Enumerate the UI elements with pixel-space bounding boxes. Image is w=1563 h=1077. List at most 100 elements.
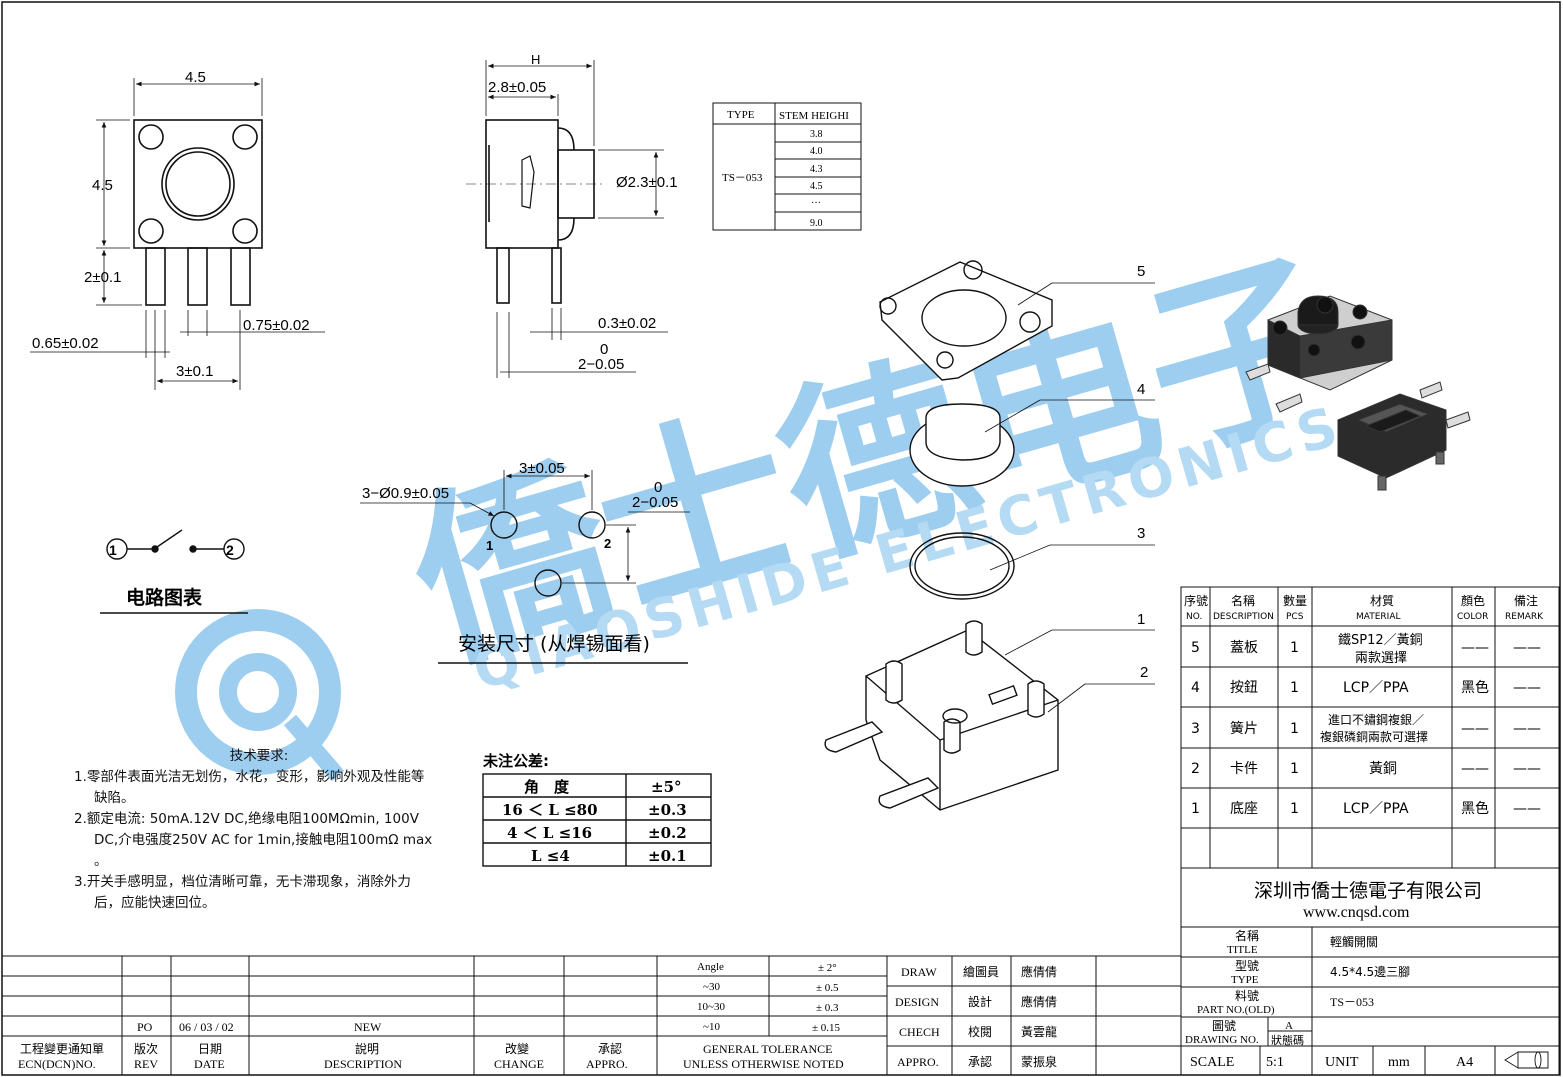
dim-pin-width: 0.65±0.02 [32, 335, 99, 352]
bom-h-no-en: NO. [1186, 612, 1202, 622]
mount-tol-1: 2−0.05 [632, 494, 678, 511]
drawing-label-en: DRAWING NO. [1185, 1034, 1259, 1046]
rev-entry-rev: PO [137, 1020, 153, 1034]
sig-1-en: DRAW [901, 965, 937, 979]
part-1-base [865, 629, 1059, 811]
angle-row-4-a: L ≤4 [531, 847, 570, 865]
top-view-body [133, 119, 263, 249]
stem-height-2: 4.0 [810, 146, 823, 157]
rev-h-ecn-cn: 工程變更通知單 [20, 1041, 104, 1056]
exploded-view [824, 260, 1059, 811]
top-view-stem-inner [165, 151, 231, 217]
bom-r3-mat1: 進口不鏽鋼複銀／ [1328, 712, 1424, 727]
rev-h-date-en: DATE [194, 1057, 225, 1071]
sig-2-en: DESIGN [895, 995, 939, 1009]
mount-tol-0: 0 [654, 479, 662, 496]
state-label: 狀態碼 [1271, 1033, 1304, 1047]
mount-hole-2 [578, 511, 606, 539]
bom-h-color-en: COLOR [1457, 612, 1488, 622]
tol-row-2-b: ± 0.5 [816, 982, 839, 994]
scale-label: SCALE [1190, 1055, 1234, 1070]
requirement-1: 1.零部件表面光洁无划伤，水花，变形，影响外观及性能等缺陷。 [74, 769, 425, 806]
rev-h-desc-cn: 說明 [355, 1041, 379, 1056]
bom-h-no-cn: 序號 [1184, 593, 1208, 608]
sig-1-cn: 繪圖員 [963, 964, 999, 979]
side-view [466, 60, 668, 378]
dim-overall-h: H [531, 52, 540, 67]
tol-caption-1: GENERAL TOLERANCE [703, 1042, 832, 1056]
angle-tolerance-table [482, 773, 712, 867]
stem-height-4: 4.5 [810, 181, 823, 192]
rev-h-change-en: CHANGE [494, 1057, 544, 1071]
dim-pin-th: 0.3±0.02 [598, 315, 656, 332]
bom-r5-color: 黑色 [1461, 800, 1489, 817]
company-name: 深圳市僑士德電子有限公司 [1254, 880, 1482, 902]
bom-r5-remark: —— [1513, 801, 1541, 817]
angle-row-2-b: ±0.3 [648, 801, 687, 819]
company-website: www.cnqsd.com [1303, 904, 1410, 921]
bom-h-desc-cn: 名稱 [1231, 593, 1255, 608]
callout-2: 2 [1140, 664, 1148, 681]
bom-r2-no: 4 [1191, 680, 1200, 696]
technical-requirements: 技术要求: 1.零部件表面光洁无划伤，水花，变形，影响外观及性能等缺陷。 2.额… [74, 746, 434, 914]
bom-r1-remark: —— [1513, 640, 1541, 656]
part-4-button [925, 403, 1001, 461]
part-label-cn: 料號 [1235, 989, 1259, 1003]
title-label-cn: 名稱 [1235, 928, 1259, 943]
part-5-cover [879, 261, 1053, 381]
bom-r4-pcs: 1 [1290, 761, 1299, 777]
circuit-diagram [100, 529, 248, 614]
dim-pin-thickness: 0.75±0.02 [243, 317, 310, 334]
sig-4-cn: 承認 [968, 1054, 992, 1069]
stem-height-table [712, 102, 862, 231]
bom-r1-mat2: 兩款選擇 [1355, 650, 1407, 666]
sig-2-cn: 設計 [968, 994, 992, 1009]
bom-r4-no: 2 [1191, 761, 1200, 777]
paper-size: A4 [1456, 1055, 1473, 1070]
rev-entry-date: 06 / 03 / 02 [179, 1020, 234, 1034]
bom-h-color-cn: 顏色 [1461, 593, 1485, 608]
bom-r1-no: 5 [1191, 640, 1200, 656]
part-value: TS－053 [1330, 995, 1374, 1009]
bom-r3-no: 3 [1191, 721, 1200, 737]
title-block [1180, 867, 1560, 1076]
type-value: 4.5*4.5邊三腳 [1330, 965, 1410, 979]
circuit-pin2: 2 [226, 542, 234, 558]
rev-h-ecn-en: ECN(DCN)NO. [18, 1057, 96, 1071]
tol-row-2-a: ~30 [703, 981, 720, 993]
requirement-3: 3.开关手感明显，档位清晰可靠，无卡滞现象，消除外力后，应能快速回位。 [74, 874, 411, 911]
sig-4-en: APPRO. [897, 1055, 939, 1069]
circuit-pin1: 1 [109, 542, 117, 558]
bom-r4-color: —— [1461, 761, 1489, 777]
bom-r3-color: —— [1461, 721, 1489, 737]
mount-hole-1 [490, 511, 518, 539]
dim-body-depth: 2.8±0.05 [488, 79, 546, 96]
part-3-dome [909, 532, 1015, 600]
part-label-en: PART NO.(OLD) [1197, 1004, 1275, 1016]
bom-r4-mat1: 黃銅 [1369, 761, 1397, 777]
bom-r1-color: —— [1461, 640, 1489, 656]
bom-rows: 5 蓋板 1 鐵SP12／黃銅 兩款選擇 —— —— 4 按鈕 1 LCP／PP… [1191, 632, 1541, 817]
bom-r2-color: 黑色 [1461, 679, 1489, 696]
bom-h-remark-cn: 備注 [1514, 593, 1538, 608]
revision-entry: PO 06 / 03 / 02 NEW [137, 1020, 382, 1034]
bom-r3-name: 簧片 [1230, 721, 1258, 737]
tolerance-table: Angle ± 2° ~30 ± 0.5 10~30 ± 0.3 ~10 ± 0… [683, 961, 844, 1071]
mount-title: 安装尺寸 (从焊锡面看) [458, 633, 650, 655]
rev-h-change-cn: 改變 [505, 1041, 529, 1056]
scale-value: 5:1 [1266, 1055, 1284, 1070]
mount-label-1: 1 [486, 538, 493, 553]
bom-r4-name: 卡件 [1230, 761, 1258, 777]
bom-r2-mat1: LCP／PPA [1343, 680, 1409, 696]
requirements-title: 技术要求: [229, 748, 289, 764]
callout-5: 5 [1137, 263, 1145, 280]
revision-headers: 工程變更通知單 ECN(DCN)NO. 版次 REV 日期 DATE 說明 DE… [18, 1041, 628, 1071]
product-render [1245, 295, 1471, 491]
rev-entry-desc: NEW [354, 1020, 382, 1034]
part-2-pin [824, 721, 884, 753]
mount-hole-dim: 3−Ø0.9±0.05 [362, 485, 449, 502]
bom-h-pcs-en: PCS [1286, 612, 1304, 622]
stem-height-1: 3.8 [810, 129, 823, 140]
type-label-cn: 型號 [1235, 959, 1259, 973]
